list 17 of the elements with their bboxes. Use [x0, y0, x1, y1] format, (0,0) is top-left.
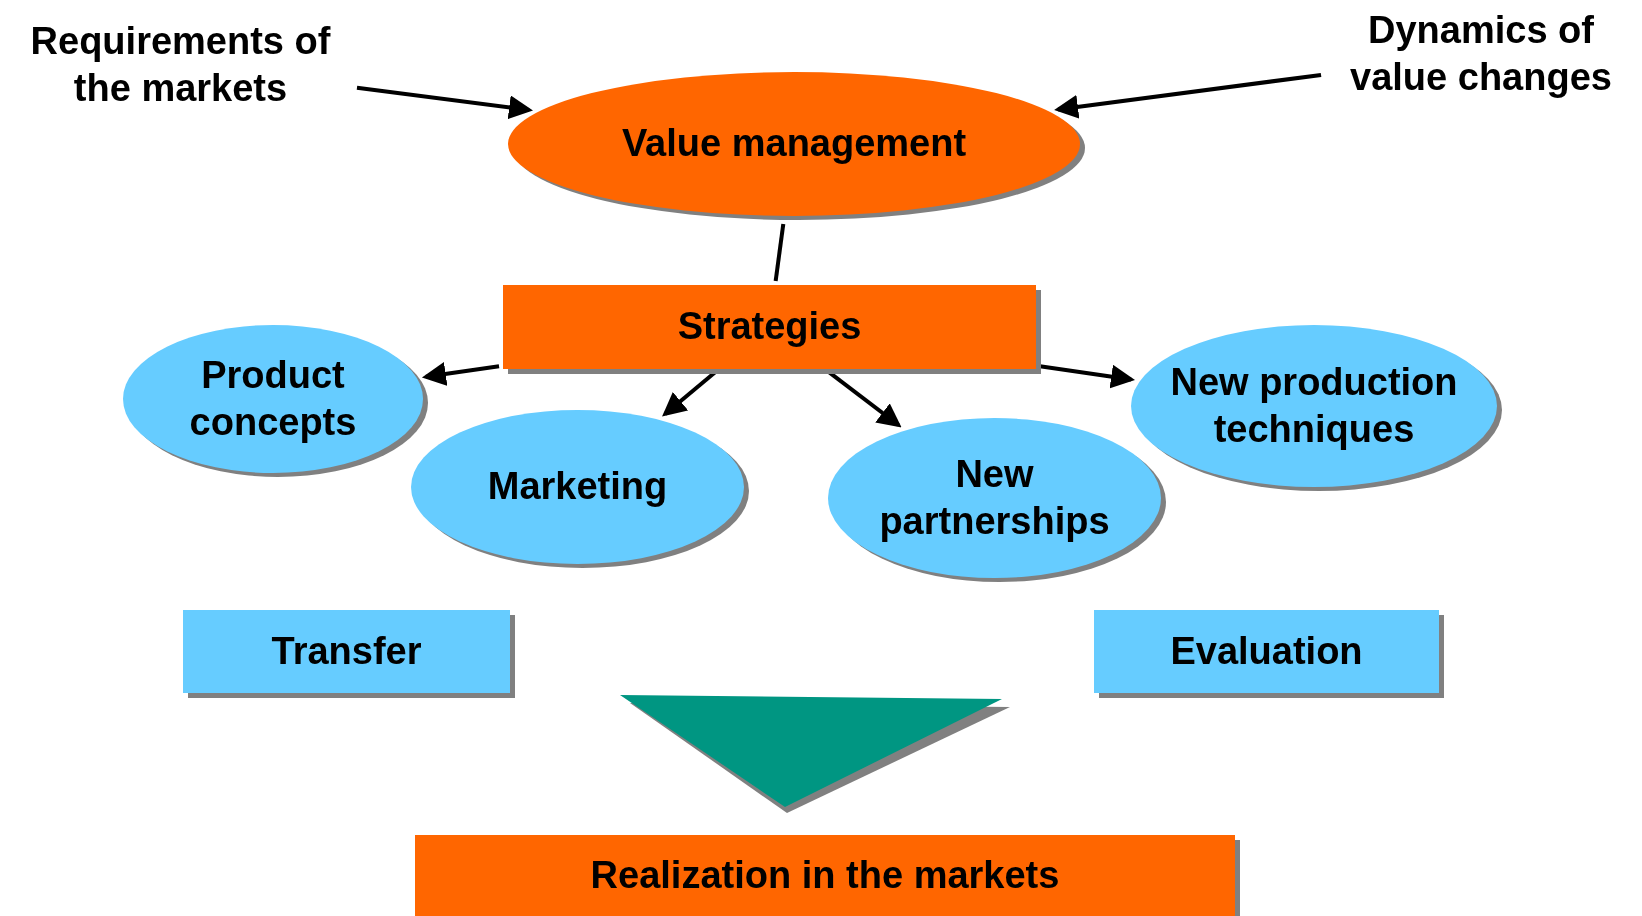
- node-text: Product concepts: [188, 352, 358, 445]
- node-text: Strategies: [677, 304, 862, 350]
- text-label: Requirements of the markets: [29, 18, 332, 111]
- text-label: Dynamics of value changes: [1349, 7, 1613, 100]
- node-text: Marketing: [487, 464, 668, 510]
- connector-line: [773, 223, 786, 282]
- node-text: Transfer: [271, 628, 422, 674]
- node-text: Realization in the markets: [590, 852, 1060, 898]
- arrow: [356, 85, 533, 120]
- arrow: [1054, 72, 1322, 119]
- triangle-shape: [620, 695, 1010, 813]
- node-text: Value management: [621, 121, 967, 167]
- node-text: New partnerships: [878, 451, 1111, 544]
- node-text: New production techniques: [1169, 359, 1459, 452]
- arrow: [1039, 364, 1135, 389]
- arrow: [421, 362, 500, 386]
- node-text: Evaluation: [1170, 628, 1363, 674]
